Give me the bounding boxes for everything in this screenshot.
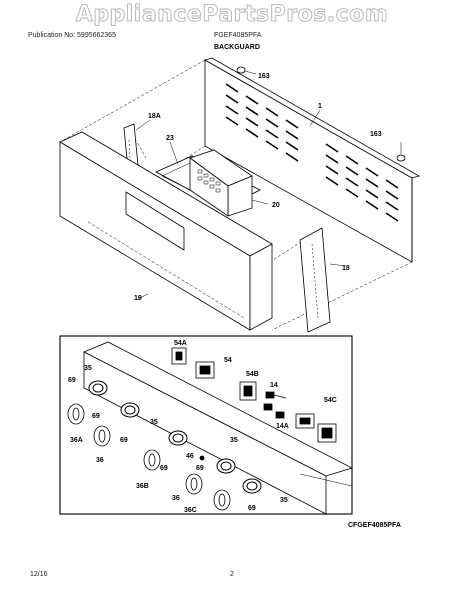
section-title: BACKGUARD: [214, 44, 260, 51]
callout-69-b: 69: [92, 413, 100, 420]
callout-19: 19: [134, 295, 142, 302]
detail-view: [59, 335, 354, 515]
knob-36c: [213, 489, 231, 511]
switch-c54: [295, 413, 315, 429]
lamp-14a: [263, 403, 285, 419]
knob-36a: [67, 403, 85, 425]
callout-163-right: 163: [370, 131, 382, 138]
control-board-20: [189, 149, 269, 217]
callout-36c: 36C: [184, 507, 197, 514]
callout-14: 14: [270, 382, 278, 389]
callout-14a: 14A: [276, 423, 289, 430]
vent-slots: [225, 83, 399, 222]
callout-54b: 54B: [246, 371, 259, 378]
publication-number: Publication No: 5995662365: [28, 32, 116, 39]
callout-18: 18: [342, 265, 350, 272]
screw-163-right: [396, 142, 406, 162]
callout-1: 1: [318, 103, 322, 110]
callout-54: 54: [224, 357, 232, 364]
drawing-code: CFGEF4085PFA: [348, 522, 401, 529]
knob-36b: [143, 449, 161, 471]
callout-18a: 18A: [148, 113, 161, 120]
model-number: FGEF4085PFA: [214, 32, 262, 39]
back-panel: [203, 57, 421, 263]
callout-35-c: 35: [230, 437, 238, 444]
callout-69-e: 69: [196, 465, 204, 472]
lamp-14: [265, 391, 287, 399]
callout-69-c: 69: [120, 437, 128, 444]
knob-36: [93, 425, 111, 447]
screw-163-top: [236, 66, 257, 75]
callout-36a: 36A: [70, 437, 83, 444]
callout-54a: 54A: [174, 340, 187, 347]
switch-54a: [171, 347, 187, 365]
callout-23: 23: [166, 135, 174, 142]
callout-35-d: 35: [280, 497, 288, 504]
callout-163-top: 163: [258, 73, 270, 80]
bezels: [88, 380, 262, 494]
callout-69-a: 69: [68, 377, 76, 384]
footer-date: 12/16: [30, 571, 48, 578]
callout-36: 36: [96, 457, 104, 464]
backguard-front-19: [59, 131, 273, 331]
callout-36b: 36B: [136, 483, 149, 490]
callout-69-d: 69: [160, 465, 168, 472]
callout-20: 20: [272, 202, 280, 209]
upper-exploded-view: [59, 57, 421, 333]
callout-35-b: 35: [150, 419, 158, 426]
detail-control-panel: [83, 341, 354, 515]
switch-54c: [317, 423, 337, 443]
detail-callouts: 54A 54 54B 14 54C 14A 35 69 69 36A 35 69…: [68, 340, 337, 514]
switch-54: [195, 361, 215, 379]
callout-36-lower: 36: [172, 495, 180, 502]
watermark: AppliancePartsPros.com: [75, 2, 389, 28]
upper-callouts: 163 1 163 18A 23 20 18 19: [134, 73, 382, 302]
callout-69-f: 69: [248, 505, 256, 512]
footer-page-number: 2: [230, 571, 234, 578]
switch-54b: [239, 381, 257, 401]
callout-46: 46: [186, 453, 194, 460]
callout-35-a: 35: [84, 365, 92, 372]
callout-54c: 54C: [324, 397, 337, 404]
knob-36-lower: [185, 473, 203, 495]
detail-frame: [59, 335, 353, 515]
indicator-46: [199, 455, 205, 461]
bracket-18: [299, 227, 347, 333]
